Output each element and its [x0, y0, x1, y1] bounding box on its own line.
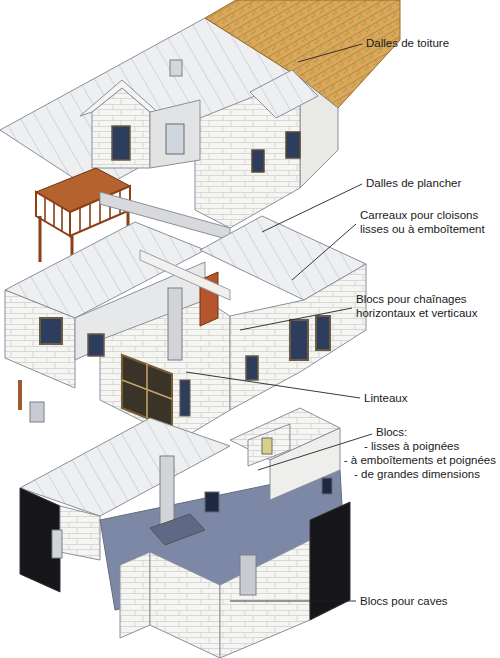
callout-label: Linteaux — [364, 391, 407, 405]
callout-label: - de grandes dimensions — [354, 467, 480, 481]
callout-label: - lisses à poignées — [364, 439, 459, 453]
callout-label: Blocs pour caves — [360, 594, 448, 608]
callout-label: Blocs pour chaînages horizontaux et vert… — [356, 292, 492, 320]
callout-label: Blocs: — [376, 425, 407, 439]
leader-lines — [186, 44, 372, 601]
callout-label: Dalles de plancher — [366, 176, 461, 190]
callout-label: Carreaux pour cloisons lisses ou à emboî… — [360, 208, 496, 236]
callout-label: - à emboîtements et poignées — [344, 453, 496, 467]
callout-label: Dalles de toiture — [366, 36, 449, 50]
